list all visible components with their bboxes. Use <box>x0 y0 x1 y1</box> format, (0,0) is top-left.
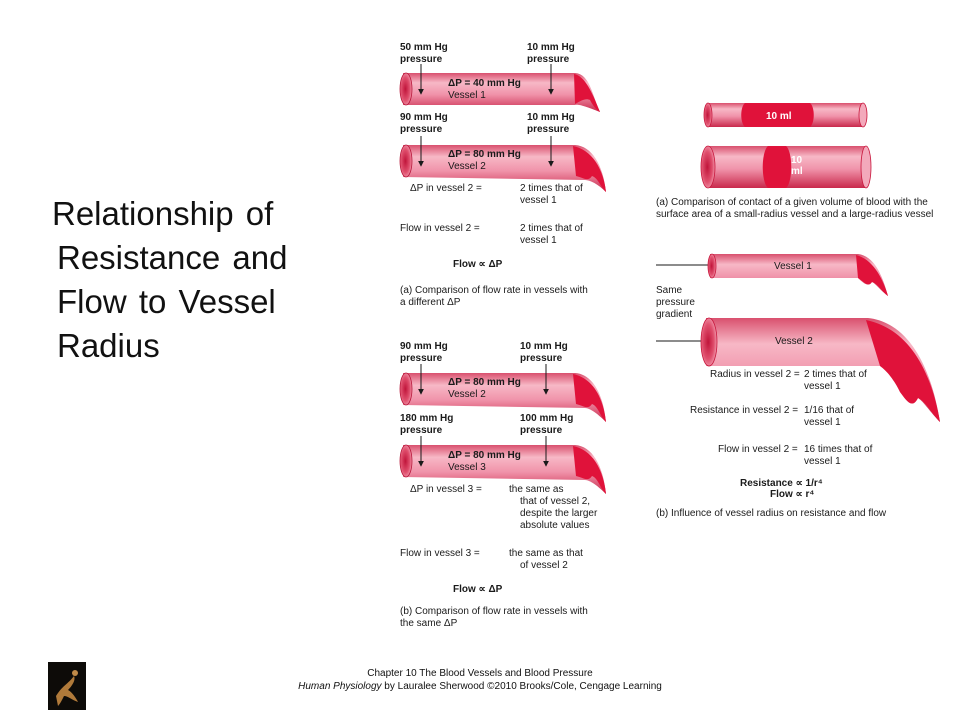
slide-title: Relationship of Resistance and Flow to V… <box>52 192 352 368</box>
flow-compare-left: Flow in vessel 2 = <box>400 223 480 234</box>
v3-name: Vessel 3 <box>448 462 486 473</box>
v3-left-pressure-word: pressure <box>400 425 443 436</box>
law-flow: Flow ∝ r⁴ <box>770 489 814 500</box>
footer-citation: Human Physiology by Lauralee Sherwood ©2… <box>0 680 960 693</box>
title-line-3: Flow to Vessel <box>57 283 276 320</box>
v2-delta-p: ΔP = 80 mm Hg <box>448 149 521 160</box>
b-v2-delta-p: ΔP = 80 mm Hg <box>448 377 521 388</box>
b-dp-compare-right-4: absolute values <box>520 520 590 531</box>
v2-right-pressure-word: pressure <box>527 124 570 135</box>
title-line-2: Resistance and <box>57 239 288 276</box>
right-v1-name: Vessel 1 <box>774 261 812 272</box>
right-vessel-2-tube <box>700 317 940 422</box>
vessel-3-tube <box>399 436 606 494</box>
caption-right-a-1: (a) Comparison of contact of a given vol… <box>656 197 928 208</box>
b-flow-compare-left: Flow in vessel 3 = <box>400 548 480 559</box>
b-vessel-2-tube <box>399 364 606 422</box>
v3-delta-p: ΔP = 80 mm Hg <box>448 450 521 461</box>
b-v2-left-pressure-word: pressure <box>400 353 443 364</box>
panel-left-b: 90 mm Hg pressure 10 mm Hg pressure ΔP =… <box>399 341 606 629</box>
resist-right-2: vessel 1 <box>804 417 841 428</box>
caption-left-b-1: (b) Comparison of flow rate in vessels w… <box>400 606 588 617</box>
v3-right-pressure-word: pressure <box>520 425 563 436</box>
b-dp-compare-right-2: that of vessel 2, <box>520 496 590 507</box>
caption-right-b: (b) Influence of vessel radius on resist… <box>656 508 887 519</box>
radius-right-1: 2 times that of <box>804 369 867 380</box>
small-vessel-volume: 10 ml <box>766 111 792 122</box>
gradient-label-3: gradient <box>656 309 692 320</box>
caption-left-a-2: a different ΔP <box>400 297 461 308</box>
right-vessel-1-tube <box>707 253 888 296</box>
vessel-1-tube <box>399 64 600 112</box>
figure-thumbnail-icon <box>48 662 86 710</box>
v2-left-pressure-word: pressure <box>400 124 443 135</box>
dp-compare-left: ΔP in vessel 2 = <box>410 183 482 194</box>
dp-compare-right-2: vessel 1 <box>520 195 557 206</box>
v1-right-pressure-value: 10 mm Hg <box>527 42 575 53</box>
right-flow-right-2: vessel 1 <box>804 456 841 467</box>
b-v2-right-pressure-word: pressure <box>520 353 563 364</box>
title-line-4: Radius <box>57 327 160 364</box>
caption-left-b-2: the same ΔP <box>400 618 458 629</box>
flow-law: Flow ∝ ΔP <box>453 259 503 270</box>
small-radius-vessel <box>703 102 868 128</box>
vessel-2-tube <box>399 136 606 192</box>
v2-left-pressure-value: 90 mm Hg <box>400 112 448 123</box>
title-line-1: Relationship of <box>52 195 274 232</box>
v1-name: Vessel 1 <box>448 90 486 101</box>
footer-chapter: Chapter 10 The Blood Vessels and Blood P… <box>367 668 593 679</box>
v1-right-pressure-word: pressure <box>527 54 570 65</box>
panel-left-a: 50 mm Hg pressure 10 mm Hg pressure ΔP =… <box>399 42 606 308</box>
b-flow-law: Flow ∝ ΔP <box>453 584 503 595</box>
dp-compare-right-1: 2 times that of <box>520 183 583 194</box>
large-radius-vessel <box>700 145 872 189</box>
panel-right-b: Vessel 1 Same pressure gradient Vessel 2… <box>656 253 940 519</box>
b-v2-right-pressure-value: 10 mm Hg <box>520 341 568 352</box>
b-v2-left-pressure-value: 90 mm Hg <box>400 341 448 352</box>
large-vessel-volume-2: ml <box>791 166 803 177</box>
b-dp-compare-left: ΔP in vessel 3 = <box>410 484 482 495</box>
flow-compare-right-1: 2 times that of <box>520 223 583 234</box>
v3-right-pressure-value: 100 mm Hg <box>520 413 573 424</box>
large-vessel-volume-1: 10 <box>791 155 803 166</box>
b-flow-compare-right-2: of vessel 2 <box>520 560 568 571</box>
radius-right-2: vessel 1 <box>804 381 841 392</box>
b-v2-name: Vessel 2 <box>448 389 486 400</box>
b-dp-compare-right-3: despite the larger <box>520 508 598 519</box>
right-flow-left: Flow in vessel 2 = <box>718 444 798 455</box>
v2-right-pressure-value: 10 mm Hg <box>527 112 575 123</box>
gradient-label-1: Same <box>656 285 683 296</box>
slide-footer: Chapter 10 The Blood Vessels and Blood P… <box>0 667 960 693</box>
chapter-thumbnail <box>48 662 86 710</box>
right-flow-right-1: 16 times that of <box>804 444 873 455</box>
v1-left-pressure-word: pressure <box>400 54 443 65</box>
radius-left: Radius in vessel 2 = <box>710 369 800 380</box>
resist-left: Resistance in vessel 2 = <box>690 405 798 416</box>
footer-citation-rest: by Lauralee Sherwood ©2010 Brooks/Cole, … <box>381 681 662 692</box>
gradient-label-2: pressure <box>656 297 695 308</box>
caption-left-a-1: (a) Comparison of flow rate in vessels w… <box>400 285 588 296</box>
resist-right-1: 1/16 that of <box>804 405 854 416</box>
b-flow-compare-right-1: the same as that <box>509 548 583 559</box>
flow-compare-right-2: vessel 1 <box>520 235 557 246</box>
panel-right-a: 10 ml 10 ml (a) Comparison of contact of… <box>656 102 933 220</box>
v1-delta-p: ΔP = 40 mm Hg <box>448 78 521 89</box>
right-v2-name: Vessel 2 <box>775 336 813 347</box>
v1-left-pressure-value: 50 mm Hg <box>400 42 448 53</box>
footer-book-title: Human Physiology <box>298 681 382 692</box>
v3-left-pressure-value: 180 mm Hg <box>400 413 453 424</box>
v2-name: Vessel 2 <box>448 161 486 172</box>
b-dp-compare-right-1: the same as <box>509 484 563 495</box>
law-resistance: Resistance ∝ 1/r⁴ <box>740 478 823 489</box>
caption-right-a-2: surface area of a small-radius vessel an… <box>656 209 933 220</box>
